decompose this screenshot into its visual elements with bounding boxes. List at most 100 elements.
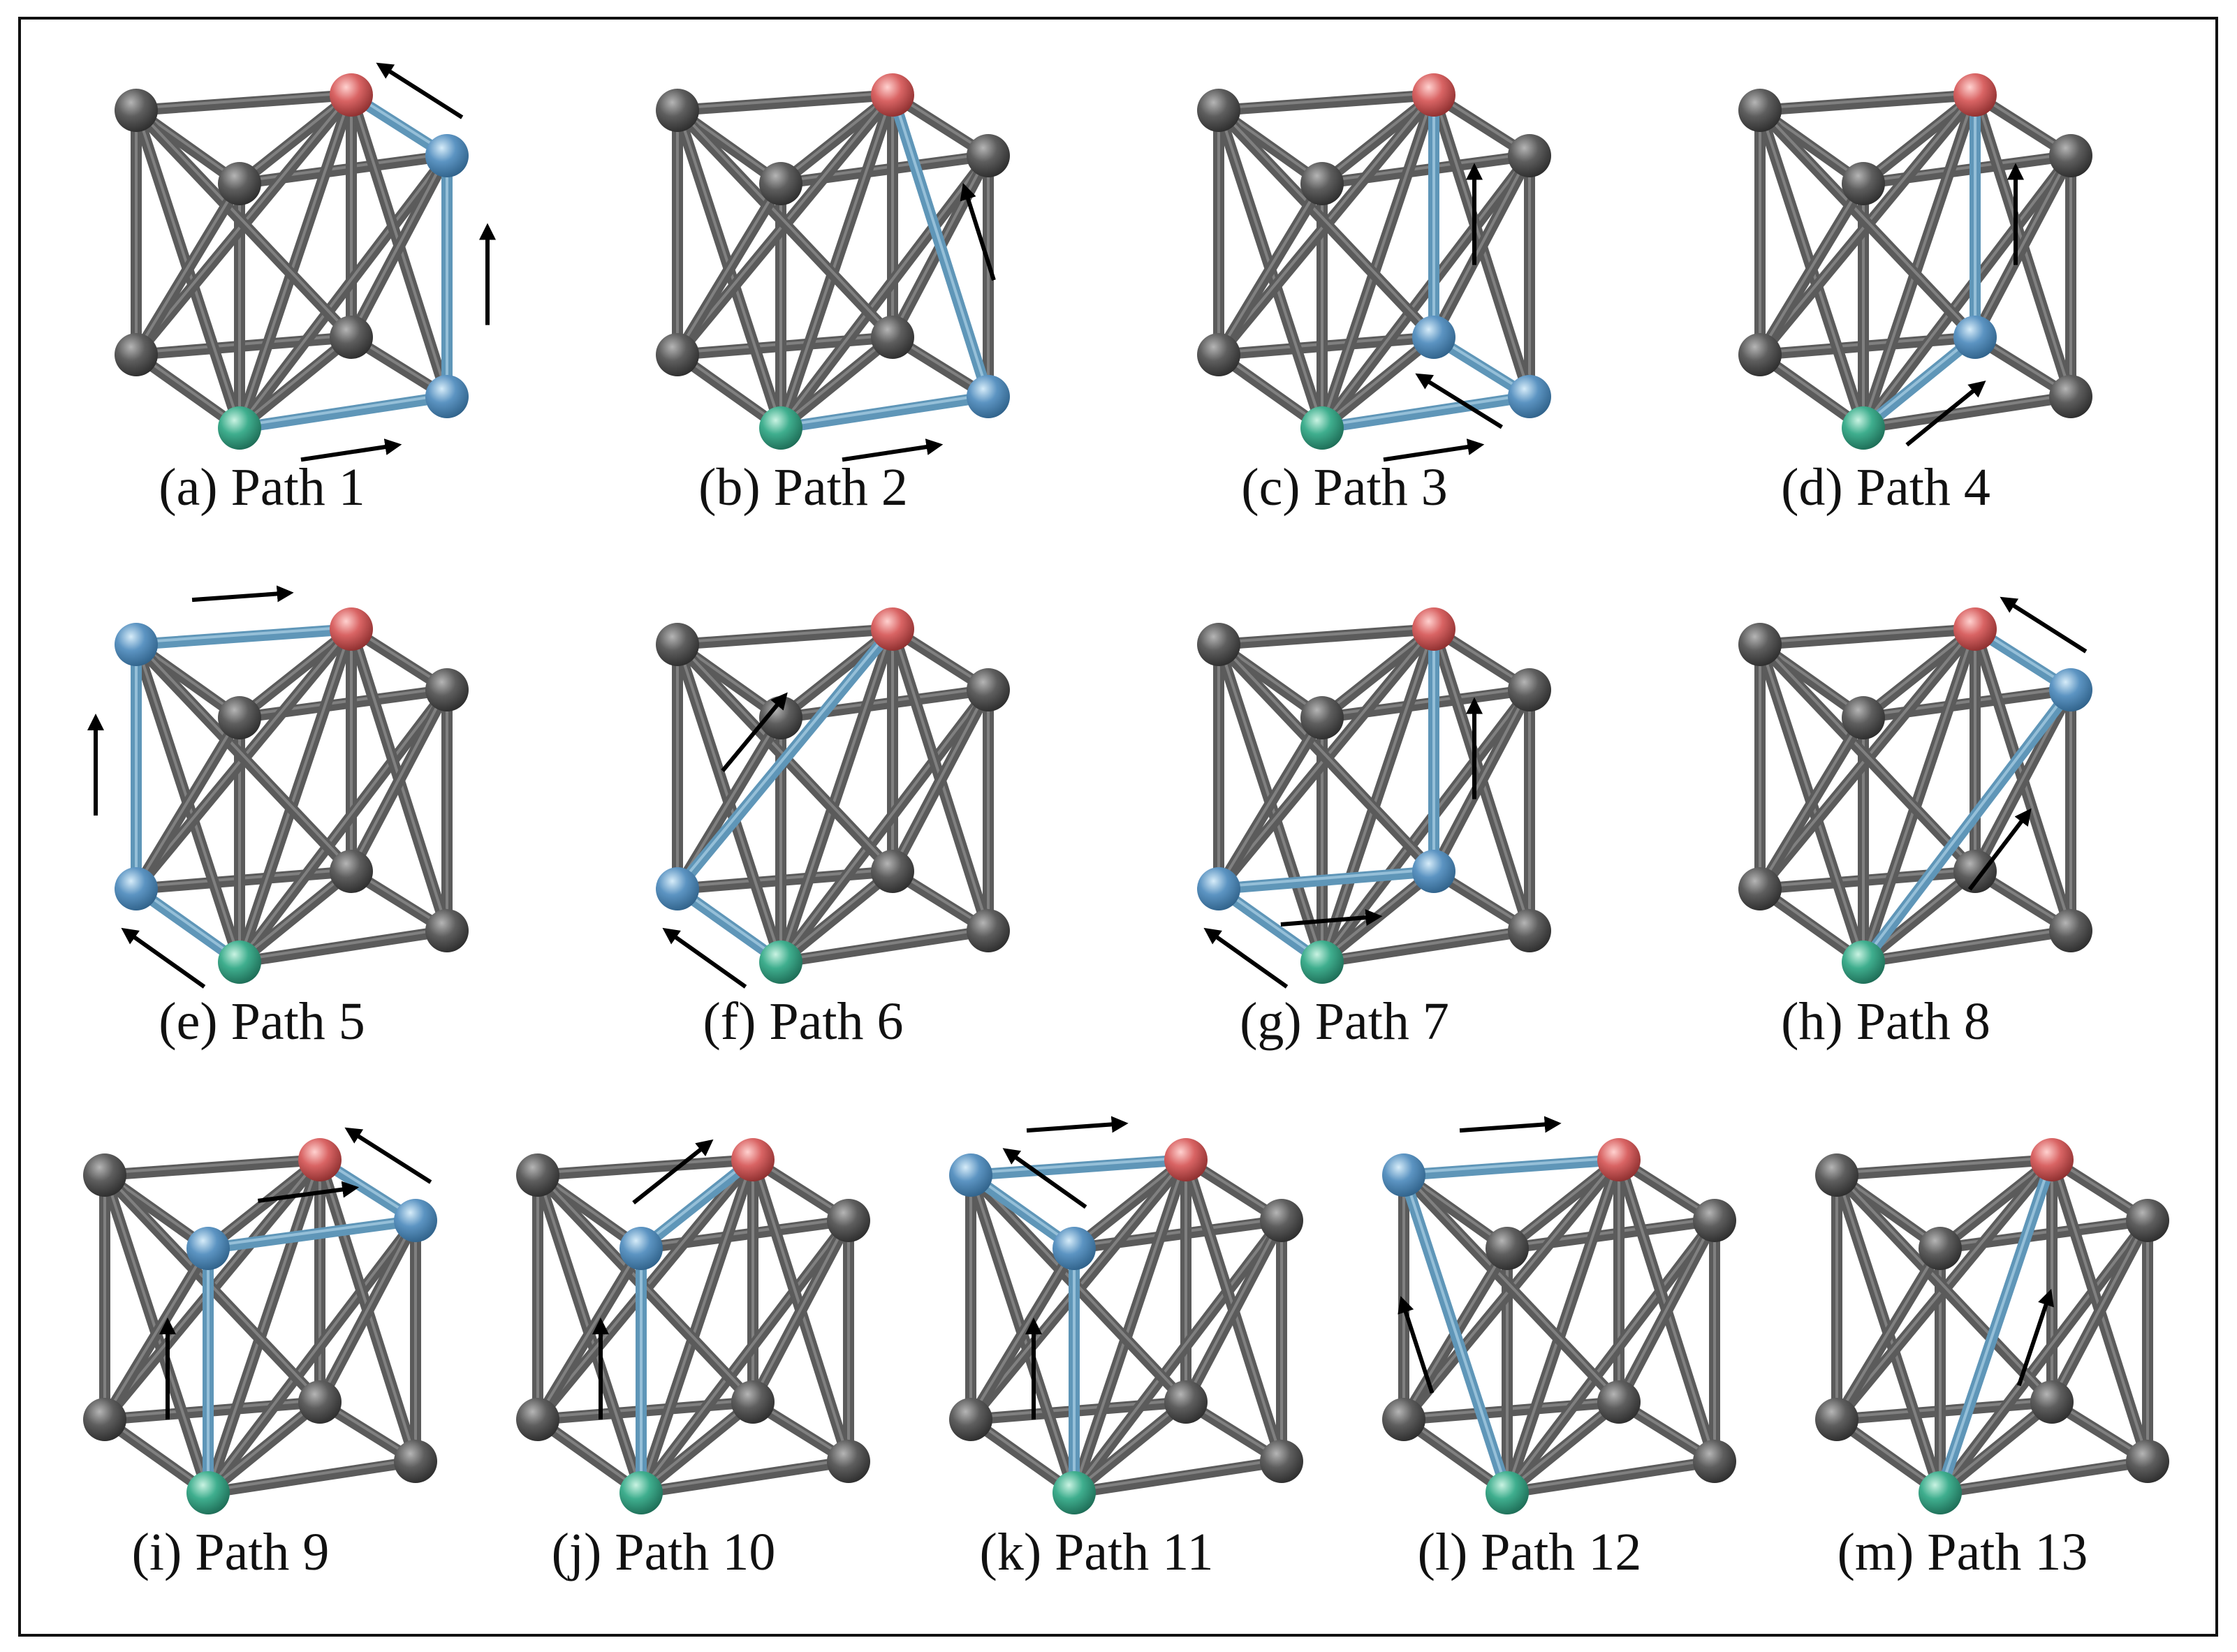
truss-member bbox=[1316, 925, 1535, 968]
member-highlight bbox=[1073, 1399, 1187, 1492]
path-node bbox=[186, 1227, 230, 1270]
member-highlight bbox=[1939, 1156, 2053, 1492]
figure: (a) Path 1 (b) Path 2 (c) Path 3 (d) Pat… bbox=[18, 17, 2218, 1637]
joint-node bbox=[871, 316, 914, 359]
panel-caption: (f) Path 6 bbox=[703, 992, 904, 1051]
joint-node bbox=[330, 850, 373, 893]
member-highlight bbox=[1835, 1245, 1942, 1419]
member-highlight bbox=[1862, 626, 1976, 961]
path-node bbox=[949, 1153, 992, 1197]
joint-node bbox=[1815, 1398, 1858, 1441]
direction-arrow bbox=[2000, 596, 2088, 654]
member-highlight bbox=[1321, 91, 1435, 183]
truss-member bbox=[203, 1396, 325, 1498]
joint-node bbox=[1486, 1227, 1529, 1270]
member-highlight bbox=[1835, 1156, 2053, 1174]
truss-member bbox=[1316, 684, 1535, 723]
joint-node bbox=[2049, 134, 2092, 177]
path-node bbox=[1508, 375, 1551, 418]
member-highlight bbox=[1759, 107, 1976, 337]
member-highlight bbox=[103, 1156, 321, 1174]
joint-node bbox=[967, 909, 1010, 952]
truss-member bbox=[1754, 624, 1981, 650]
truss-cube-diagram bbox=[1197, 607, 1551, 989]
truss-member bbox=[1316, 332, 1439, 434]
member-highlight bbox=[238, 334, 353, 427]
direction-arrow bbox=[2016, 1288, 2054, 1387]
member-highlight bbox=[238, 686, 448, 717]
end-node bbox=[1953, 607, 1997, 651]
member-highlight bbox=[1073, 1217, 1283, 1248]
member-highlight bbox=[1217, 626, 1435, 644]
member-highlight bbox=[969, 1245, 1076, 1419]
truss-member bbox=[234, 332, 357, 434]
member-highlight bbox=[1835, 1172, 2053, 1401]
path-member bbox=[965, 1154, 1191, 1181]
path-node bbox=[1382, 1153, 1425, 1197]
start-node bbox=[619, 1471, 663, 1514]
path-node bbox=[425, 375, 469, 418]
end-node bbox=[298, 1138, 342, 1181]
member-highlight bbox=[1321, 686, 1531, 961]
joint-node bbox=[1738, 623, 1782, 666]
joint-node bbox=[1738, 89, 1782, 132]
truss-member bbox=[1069, 1456, 1287, 1498]
start-node bbox=[759, 941, 802, 984]
truss-member bbox=[1754, 89, 1981, 116]
truss-member bbox=[1858, 150, 2076, 189]
direction-arrow bbox=[662, 927, 747, 989]
member-highlight bbox=[1506, 1458, 1716, 1492]
member-highlight bbox=[1073, 1156, 1187, 1492]
path-member bbox=[1398, 1154, 1624, 1181]
member-highlight bbox=[1939, 1217, 2149, 1248]
joint-node bbox=[1300, 162, 1344, 205]
panel-caption: (h) Path 8 bbox=[1781, 992, 1990, 1051]
end-node bbox=[1412, 607, 1455, 651]
truss-member bbox=[234, 150, 453, 189]
truss-cube-diagram bbox=[1815, 1138, 2169, 1514]
joint-node bbox=[1300, 696, 1344, 739]
member-highlight bbox=[103, 1245, 210, 1419]
end-node bbox=[330, 73, 373, 117]
start-node bbox=[1842, 406, 1885, 450]
joint-node bbox=[115, 333, 158, 376]
member-highlight bbox=[536, 1245, 643, 1419]
truss-cube-diagram bbox=[1197, 73, 1551, 462]
joint-node bbox=[1738, 867, 1782, 910]
member-highlight bbox=[640, 1217, 850, 1248]
path-node bbox=[1053, 1227, 1096, 1270]
member-highlight bbox=[1862, 152, 2072, 427]
member-highlight bbox=[891, 686, 990, 871]
panel-caption: (i) Path 9 bbox=[131, 1523, 330, 1581]
member-highlight bbox=[1321, 152, 1531, 183]
member-highlight bbox=[676, 91, 894, 110]
member-highlight bbox=[135, 626, 353, 644]
direction-arrow bbox=[1383, 438, 1485, 462]
member-highlight bbox=[1073, 1156, 1187, 1248]
joint-node bbox=[2049, 375, 2092, 418]
panel-path-12: (l) Path 12 bbox=[1334, 1084, 1736, 1587]
truss-member bbox=[1069, 1215, 1287, 1254]
panel-path-2: (b) Path 2 bbox=[608, 20, 1010, 522]
joint-node bbox=[2030, 1380, 2074, 1424]
truss-member bbox=[131, 105, 357, 343]
panel-path-1: (a) Path 1 bbox=[66, 20, 496, 522]
member-highlight bbox=[1506, 1217, 1716, 1248]
member-highlight bbox=[2051, 1217, 2149, 1401]
member-highlight bbox=[238, 152, 448, 183]
end-node bbox=[871, 73, 914, 117]
panel-caption: (d) Path 4 bbox=[1781, 458, 1990, 517]
joint-node bbox=[871, 850, 914, 893]
path-node bbox=[394, 1199, 437, 1242]
path-member bbox=[234, 391, 453, 434]
truss-member bbox=[1935, 1215, 2153, 1254]
panel-path-11: (k) Path 11 bbox=[901, 1084, 1303, 1587]
truss-member bbox=[203, 1456, 421, 1498]
direction-arrow bbox=[1459, 1116, 1562, 1133]
truss-member bbox=[99, 1154, 325, 1181]
path-node bbox=[656, 867, 699, 910]
truss-cube-diagram bbox=[1738, 596, 2092, 984]
member-highlight bbox=[1321, 393, 1531, 427]
truss-member bbox=[1213, 105, 1439, 343]
member-highlight bbox=[1506, 1217, 1716, 1492]
